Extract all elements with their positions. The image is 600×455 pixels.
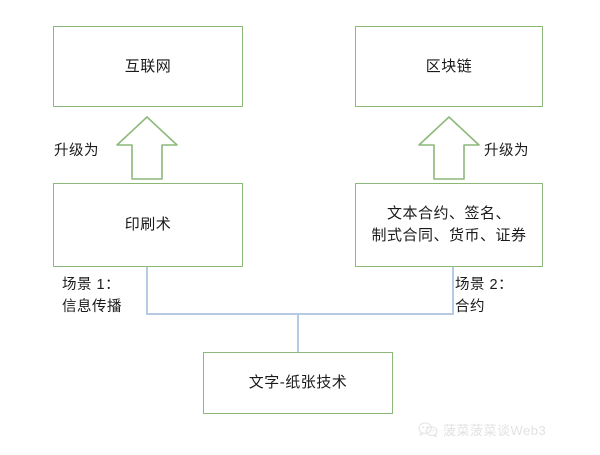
upgrade-arrow-left-icon (116, 116, 178, 180)
watermark-text: 菠菜菠菜谈Web3 (443, 423, 547, 438)
wechat-icon (418, 421, 438, 437)
node-printing[interactable]: 印刷术 (53, 183, 243, 267)
edge-label-upgrade-left: 升级为 (54, 143, 99, 159)
node-blockchain[interactable]: 区块链 (355, 26, 543, 107)
edge-label-scene-1: 场景 1： 信息传播 (62, 277, 122, 315)
connector-left-vertical (146, 267, 148, 314)
node-blockchain-label: 区块链 (425, 57, 473, 75)
node-paper[interactable]: 文字-纸张技术 (203, 352, 393, 414)
edge-label-scene-2: 场景 2： 合约 (455, 277, 514, 315)
connector-right-vertical (452, 267, 454, 314)
watermark: 菠菜菠菜谈Web3 (418, 420, 546, 439)
edge-label-upgrade-right: 升级为 (484, 143, 529, 159)
connector-horizontal (146, 313, 454, 315)
node-contracts[interactable]: 文本合约、签名、 制式合同、货币、证券 (355, 183, 543, 267)
node-internet[interactable]: 互联网 (53, 26, 243, 107)
connector-middle-vertical (297, 313, 299, 352)
node-printing-label: 印刷术 (124, 216, 172, 234)
node-contracts-label: 文本合约、签名、 制式合同、货币、证券 (371, 205, 527, 244)
upgrade-arrow-right-icon (418, 116, 480, 180)
node-internet-label: 互联网 (124, 57, 172, 75)
node-paper-label: 文字-纸张技术 (248, 374, 348, 392)
